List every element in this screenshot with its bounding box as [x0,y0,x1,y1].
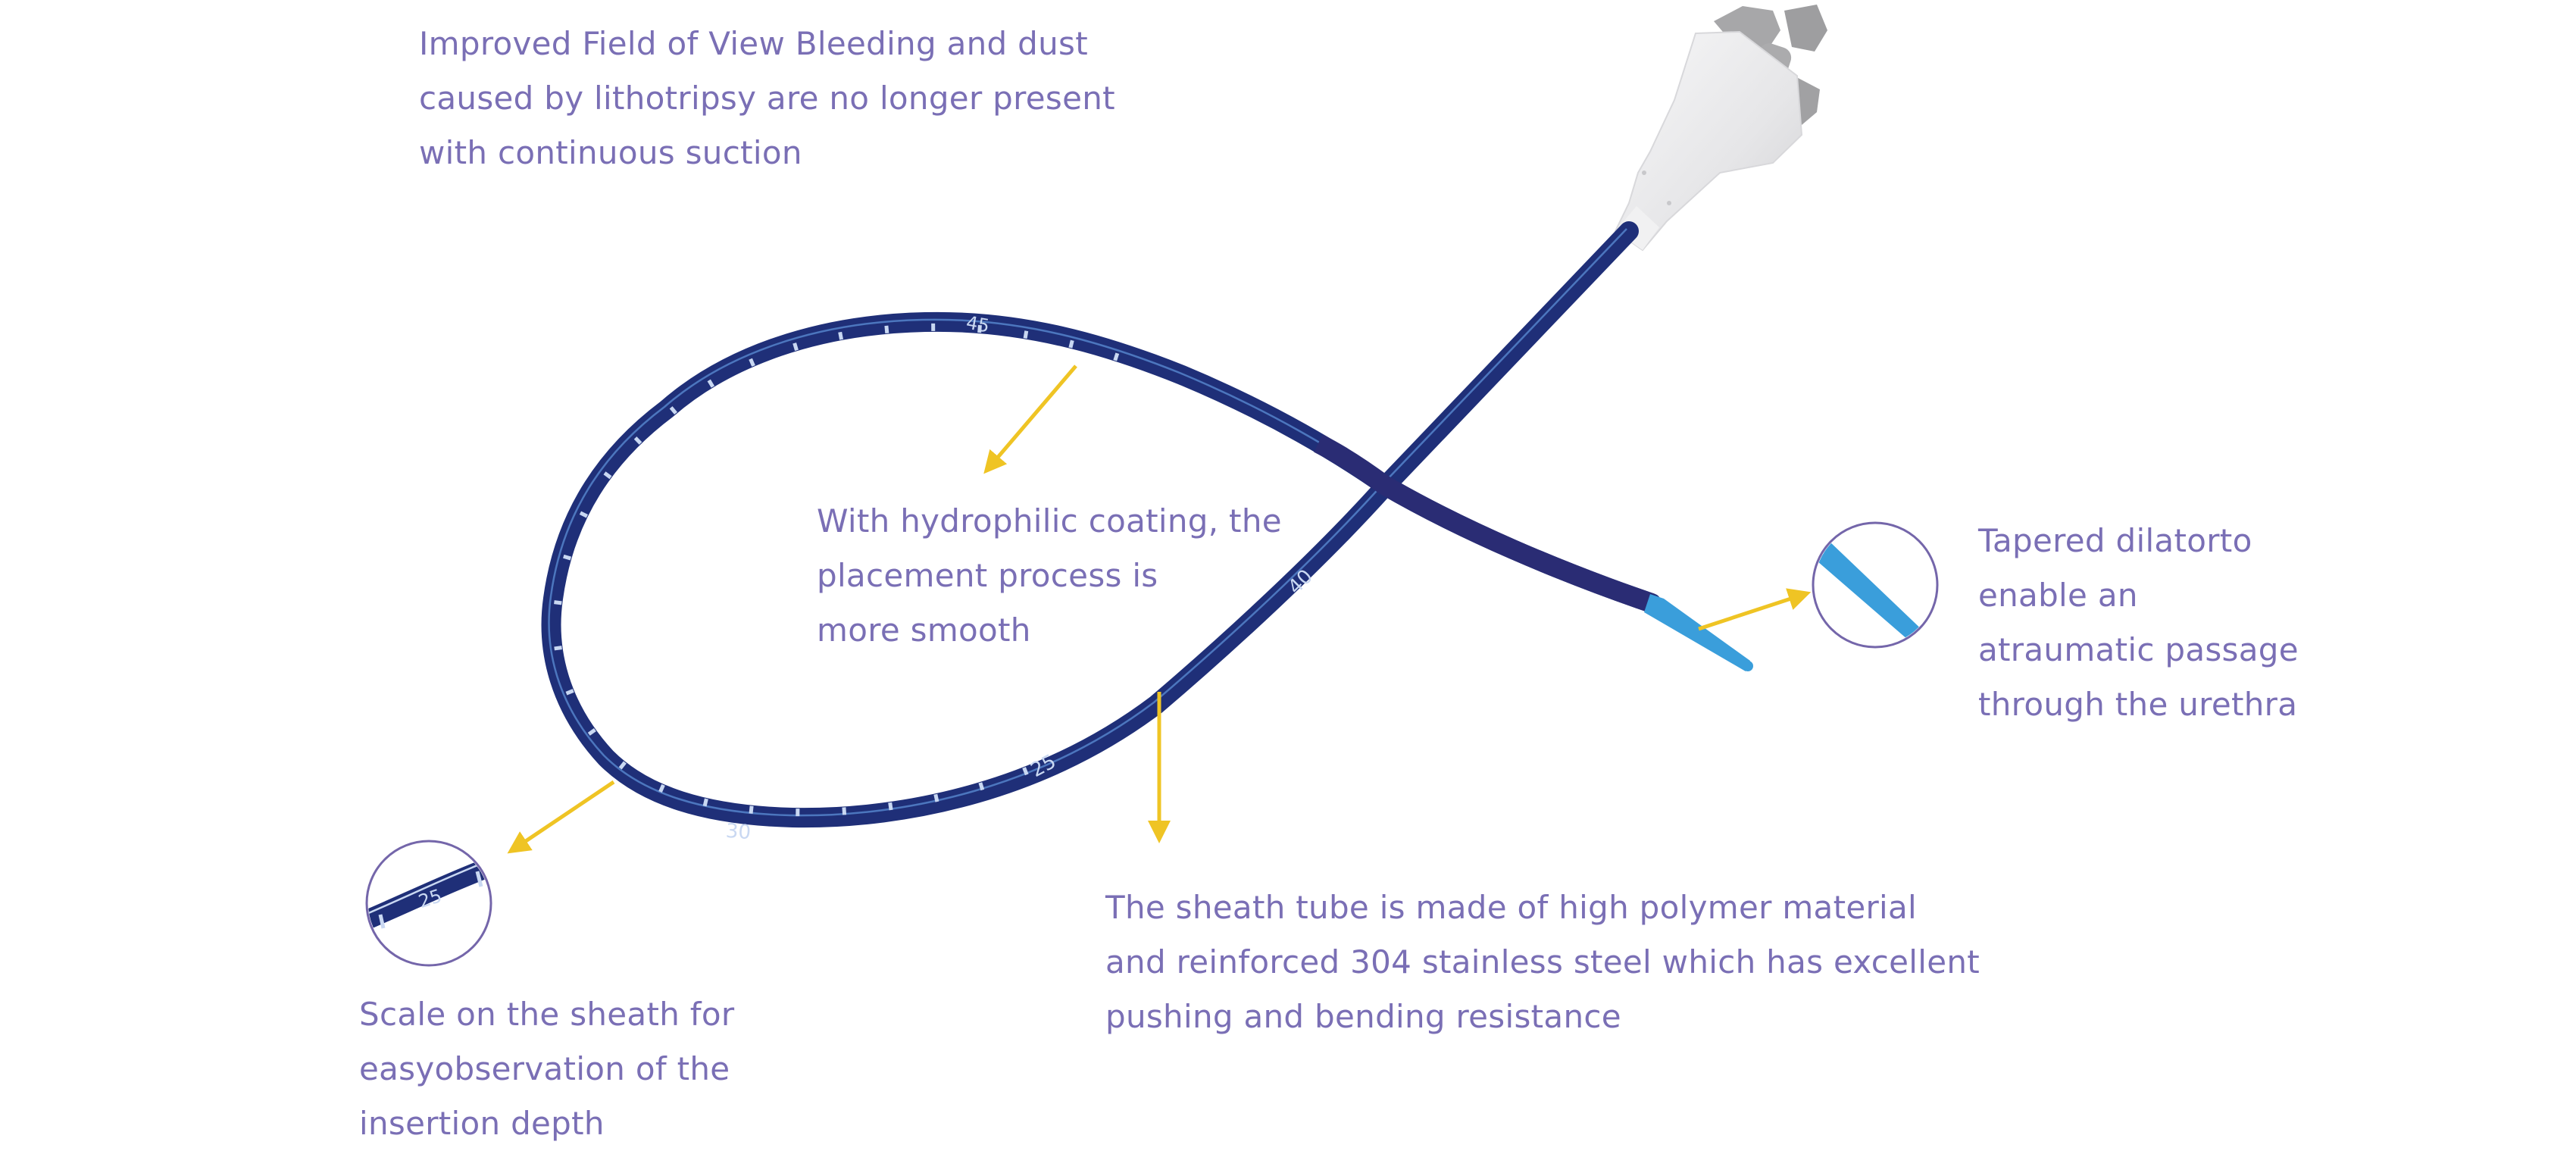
scale-tick [840,332,842,339]
scale-tick [705,799,706,806]
callout-line: and reinforced 304 stainless steel which… [1105,935,1980,990]
callout-sheath-material: The sheath tube is made of high polymer … [1105,880,1980,1044]
scale-label-45: 45 [964,312,991,337]
dilator-tip [1644,594,1753,671]
scale-tick [795,343,797,351]
callout-line: The sheath tube is made of high polymer … [1105,880,1980,935]
scale-label-30: 30 [725,820,752,844]
scale-tick [564,556,571,558]
callout-line: with continuous suction [419,126,1115,180]
callout-line: Improved Field of View Bleeding and dust [419,17,1115,71]
scale-tick [890,802,891,810]
scale-tick [1025,331,1027,339]
scale-tick [886,326,887,333]
callout-hydrophilic-coating: With hydrophilic coating, the placement … [817,494,1282,658]
scale-tick [1071,340,1072,348]
scale-tick [566,690,573,693]
callout-line: enable an [1978,568,2299,623]
callout-line: placement process is [817,549,1282,603]
callout-line: pushing and bending resistance [1105,990,1980,1044]
scale-tick [1115,353,1118,361]
scale-magnifier: 25 [356,841,508,965]
scale-tick [555,648,562,649]
scale-tick [844,807,845,815]
sheath-hub [1615,32,1802,250]
callout-line: easyobservation of the [359,1042,734,1096]
callout-line: Tapered dilatorto [1978,514,2299,568]
callout-tapered-dilator: Tapered dilatorto enable an atraumatic p… [1978,514,2299,732]
scale-tick [980,783,983,790]
callout-line: more smooth [817,603,1282,658]
magnifier-ring-right [1813,523,1937,647]
scale-tick [936,794,937,802]
scale-tick [554,602,561,603]
tip-magnifier [1807,523,1943,659]
callout-line: insertion depth [359,1096,734,1151]
callout-depth-scale: Scale on the sheath for easyobservation … [359,987,734,1151]
arrow-scale [517,782,614,847]
callout-line: through the urethra [1978,677,2299,732]
scale-tick [751,806,752,814]
callout-line: caused by lithotripsy are no longer pres… [419,71,1115,126]
callout-line: atraumatic passage [1978,623,2299,677]
scale-tick [1024,768,1027,774]
arrow-hydrophilic [991,366,1076,465]
callout-line: With hydrophilic coating, the [817,494,1282,549]
arrow-tapered-tip [1699,596,1800,629]
callout-field-of-view: Improved Field of View Bleeding and dust… [419,17,1115,180]
callout-line: Scale on the sheath for [359,987,734,1042]
